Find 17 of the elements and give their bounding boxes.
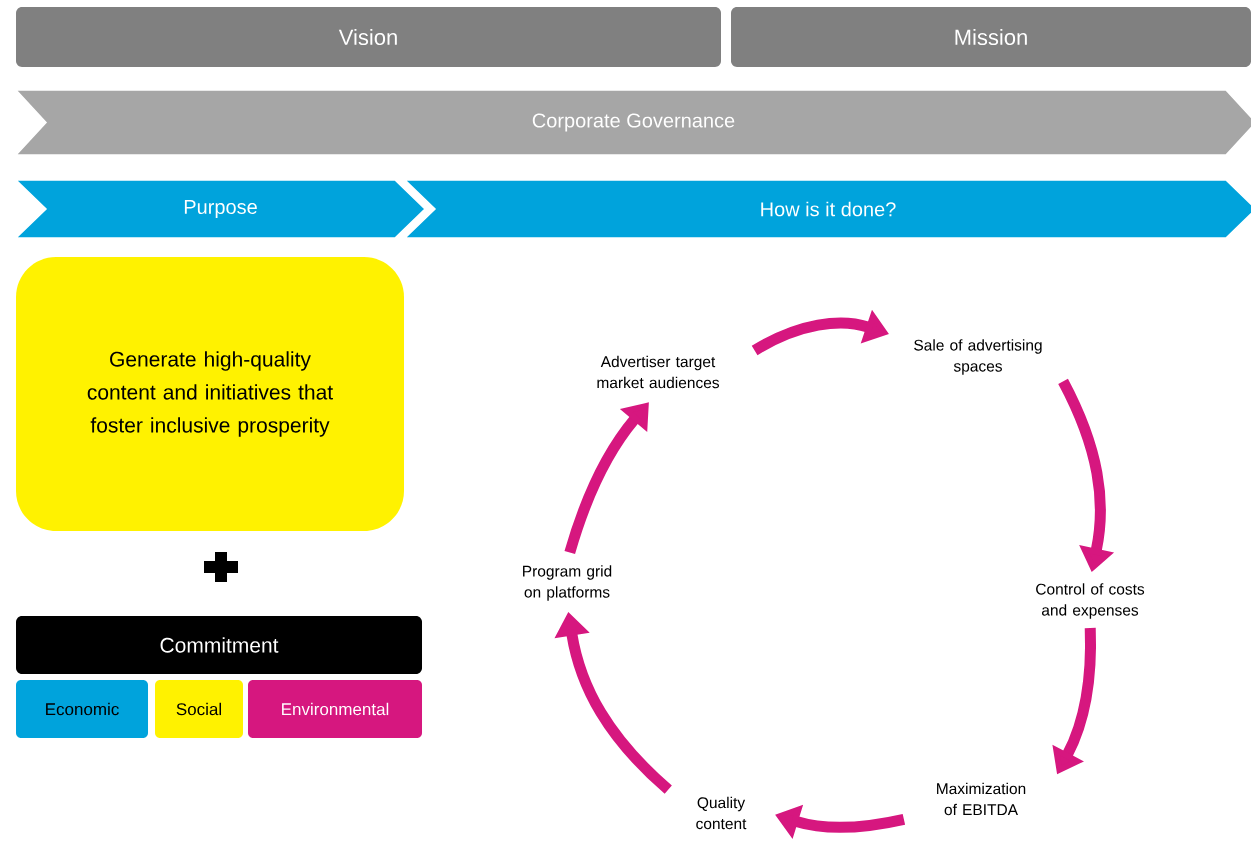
- category-box: Social: [155, 680, 243, 738]
- chevron-band: How is it done?: [403, 179, 1251, 239]
- chevron-band: Corporate Governance: [14, 89, 1251, 156]
- cycle-step-label: Advertiser target market audiences: [597, 355, 719, 389]
- cycle-step-label: Program grid on platforms: [523, 565, 612, 601]
- commitment-bar: Commitment: [16, 616, 422, 674]
- cycle-step-label: Quality content: [696, 796, 747, 830]
- cycle-step-label: Sale of advertising spaces: [914, 339, 1042, 375]
- title-bar: Vision: [16, 7, 721, 67]
- cycle-step-label: Maximization of EBITDA: [937, 782, 1026, 816]
- cycle-step-label: Control of costs and expenses: [1036, 583, 1145, 619]
- category-box: Economic: [16, 680, 148, 738]
- purpose-box: Generate high-quality content and initiatives that foster inclusive prosperity: [16, 257, 404, 531]
- category-box: Environmental: [248, 680, 422, 738]
- title-bar: Mission: [731, 7, 1251, 67]
- node-label: How is it done?: [761, 201, 896, 217]
- chevron-band: Purpose: [14, 179, 427, 239]
